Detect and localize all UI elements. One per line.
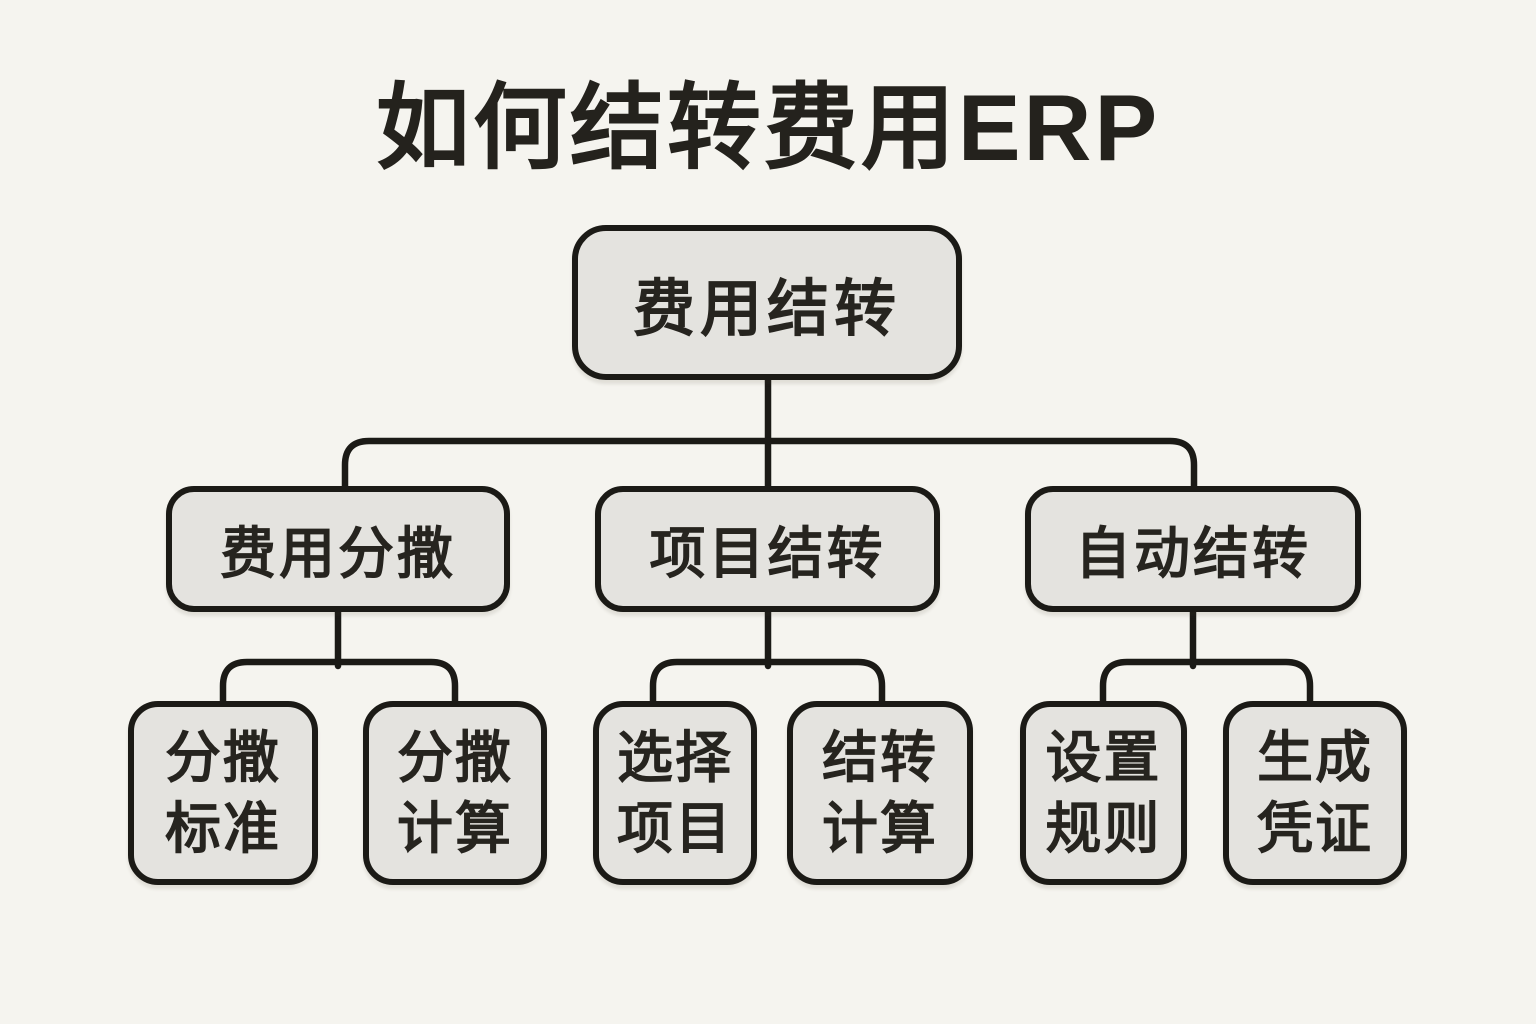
node-label: 选择 项目 bbox=[617, 725, 733, 860]
node-allocation-standard: 分撒 标准 bbox=[128, 701, 318, 885]
connector-branch2-rail bbox=[649, 658, 886, 708]
node-allocation-calculation: 分撒 计算 bbox=[363, 701, 547, 885]
node-label: 结转 计算 bbox=[822, 725, 938, 860]
connector-branch1-rail bbox=[219, 658, 459, 708]
node-label: 费用结转 bbox=[632, 274, 901, 344]
page-title: 如何结转费用ERP bbox=[375, 75, 1161, 180]
connector-level1-rail bbox=[341, 437, 1198, 494]
node-label: 费用分撒 bbox=[220, 521, 456, 585]
node-carryover-calculation: 结转 计算 bbox=[787, 701, 973, 885]
node-label: 分撒 计算 bbox=[397, 725, 513, 860]
node-label: 设置 规则 bbox=[1045, 725, 1162, 860]
node-label: 自动结转 bbox=[1075, 521, 1311, 585]
node-expense-allocation: 费用分撒 bbox=[166, 486, 510, 612]
node-label: 生成 凭证 bbox=[1257, 725, 1373, 860]
node-set-rules: 设置 规则 bbox=[1020, 701, 1187, 885]
node-project-carryover: 项目结转 bbox=[595, 486, 940, 612]
node-generate-voucher: 生成 凭证 bbox=[1223, 701, 1407, 885]
node-auto-carryover: 自动结转 bbox=[1025, 486, 1361, 612]
connector-branch3-rail bbox=[1099, 658, 1314, 708]
node-expense-carryover-root: 费用结转 bbox=[572, 225, 962, 380]
node-select-project: 选择 项目 bbox=[593, 701, 757, 885]
node-label: 分撒 标准 bbox=[165, 725, 281, 860]
node-label: 项目结转 bbox=[649, 521, 886, 585]
